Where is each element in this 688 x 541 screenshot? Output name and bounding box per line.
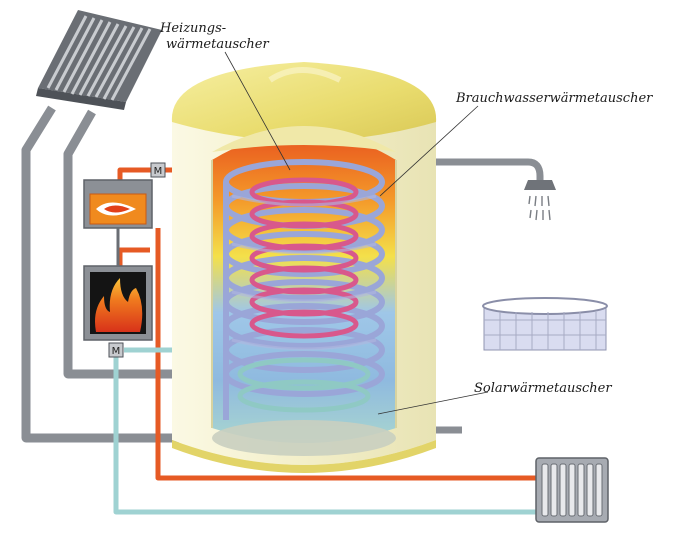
motor-valve-top: M bbox=[150, 162, 166, 178]
motor-valve-bottom: M bbox=[108, 342, 124, 358]
label-heating-exchanger-1: Heizungs- bbox=[159, 21, 226, 36]
label-dhw-exchanger: Brauchwasserwärmetauscher bbox=[455, 91, 653, 106]
solar-circuit-pipes bbox=[21, 105, 215, 443]
solar-collector bbox=[36, 10, 162, 110]
solar-heat-exchanger-coil bbox=[237, 357, 371, 413]
shower-head-icon bbox=[524, 180, 556, 221]
gas-burner-unit bbox=[83, 179, 153, 229]
hot-water-outlet-pipe bbox=[432, 158, 544, 434]
radiator-icon bbox=[535, 457, 609, 523]
svg-text:M: M bbox=[154, 166, 163, 177]
label-solar-exchanger: Solarwärmetauscher bbox=[474, 381, 612, 396]
furnace-flame-unit bbox=[83, 265, 153, 341]
coil-highlight bbox=[231, 194, 377, 351]
leader-lines bbox=[224, 51, 489, 415]
hot-water-heat-exchanger-coil bbox=[223, 159, 385, 420]
bathtub-icon bbox=[482, 297, 608, 351]
label-heating-exchanger-2: wärmetauscher bbox=[166, 37, 269, 52]
svg-text:M: M bbox=[112, 346, 121, 357]
